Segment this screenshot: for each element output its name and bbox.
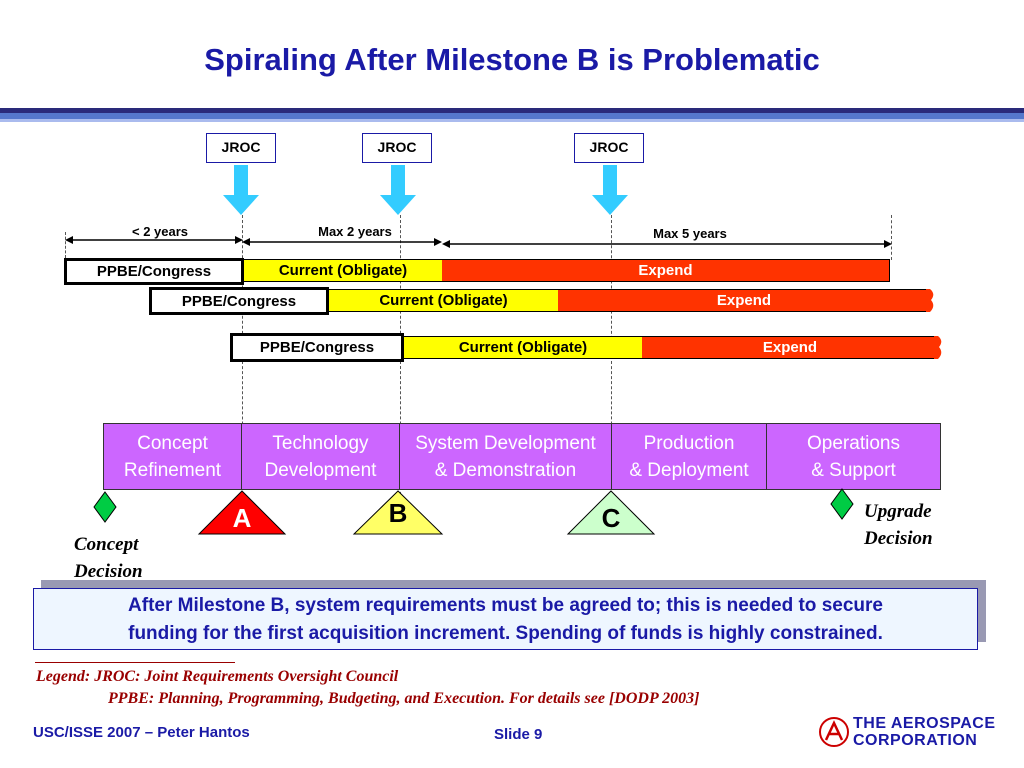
legend-line-2: PPBE: Planning, Programming, Budgeting, … xyxy=(108,690,700,707)
span-label-second: Max 2 years xyxy=(318,224,392,239)
milestone-c-label: C xyxy=(601,503,621,533)
jroc-arrowhead-c xyxy=(592,195,628,215)
concept-decision-diamond-icon xyxy=(93,491,117,523)
expend-bar-row1: Expend xyxy=(442,259,890,282)
jroc-arrowhead-a xyxy=(223,195,259,215)
ppbe-box-row1: PPBE/Congress xyxy=(64,258,244,285)
upgrade-decision-label: Upgrade Decision xyxy=(864,501,933,549)
jroc-box-a: JROC xyxy=(206,133,276,163)
jroc-box-c: JROC xyxy=(574,133,644,163)
expend-bar-row3: Expend xyxy=(642,336,938,359)
ppbe-box-row3: PPBE/Congress xyxy=(230,333,404,362)
org-name: THE AEROSPACE CORPORATION xyxy=(853,715,996,749)
jroc-arrow-a xyxy=(234,165,248,195)
expend-bar-row2: Expend xyxy=(558,289,930,312)
ppbe-box-row2: PPBE/Congress xyxy=(149,287,329,315)
phase-production-deployment: Production& Deployment xyxy=(612,424,767,489)
milestone-b-triangle xyxy=(352,490,444,535)
concept-decision-label: Concept Decision xyxy=(74,534,143,582)
aerospace-logo-icon xyxy=(819,717,849,747)
jroc-arrow-b xyxy=(391,165,405,195)
divider-line-end xyxy=(891,215,892,260)
callout-line-2: funding for the first acquisition increm… xyxy=(128,623,883,644)
current-bar-row3: Current (Obligate) xyxy=(404,336,642,359)
upgrade-decision-diamond-icon xyxy=(830,488,854,520)
span-arrow-second xyxy=(242,238,442,246)
footer-author: USC/ISSE 2007 – Peter Hantos xyxy=(33,724,250,741)
phase-system-development: System Development& Demonstration xyxy=(400,424,612,489)
header-band-blue xyxy=(0,113,1024,119)
current-bar-row1: Current (Obligate) xyxy=(244,259,442,282)
phase-operations-support: Operations& Support xyxy=(807,432,900,481)
footer-slide-number: Slide 9 xyxy=(494,726,543,743)
jroc-arrowhead-b xyxy=(380,195,416,215)
milestone-a-label: A xyxy=(232,503,252,533)
legend-line-1: Legend: JROC: Joint Requirements Oversig… xyxy=(36,668,399,685)
span-label-third: Max 5 years xyxy=(653,226,727,241)
milestone-b-label: B xyxy=(388,498,408,528)
jroc-box-b: JROC xyxy=(362,133,432,163)
expend-edge-row2 xyxy=(926,289,934,312)
header-band-dark xyxy=(0,108,1024,113)
milestone-c-triangle xyxy=(566,490,656,535)
milestone-a-triangle xyxy=(197,490,287,535)
callout-box: After Milestone B, system requirements m… xyxy=(33,588,978,650)
slide-title: Spiraling After Milestone B is Problemat… xyxy=(204,42,820,77)
header-band-light xyxy=(0,119,1024,122)
span-arrow-third xyxy=(442,240,892,248)
legend-divider xyxy=(35,662,235,663)
current-bar-row2: Current (Obligate) xyxy=(329,289,558,312)
span-arrow-first xyxy=(65,236,243,244)
jroc-arrow-c xyxy=(603,165,617,195)
divider-line-start xyxy=(65,232,66,258)
expend-edge-row3 xyxy=(934,336,942,359)
span-label-first: < 2 years xyxy=(131,224,189,239)
callout-line-1: After Milestone B, system requirements m… xyxy=(128,595,883,616)
